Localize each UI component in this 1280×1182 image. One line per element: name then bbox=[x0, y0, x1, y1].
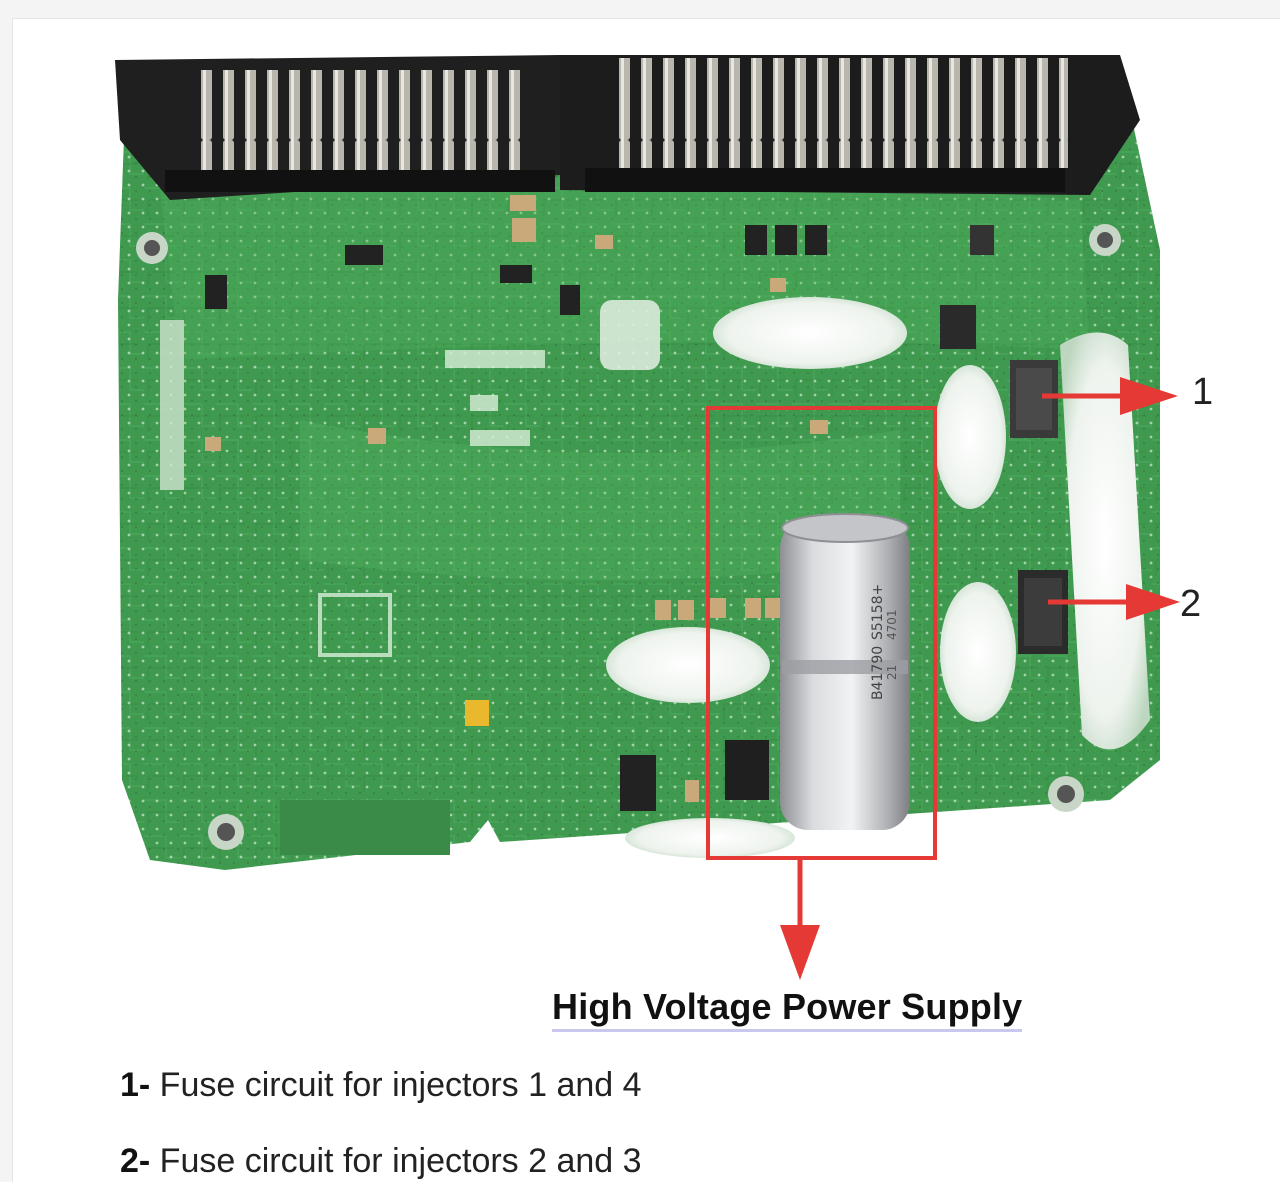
smd-components bbox=[160, 195, 994, 855]
capacitor-marking-line-4: 4701 bbox=[885, 609, 899, 640]
arrow-right-2 bbox=[1048, 584, 1180, 620]
legend-number-1: 1- bbox=[120, 1066, 151, 1104]
legend-item-1: 1- Fuse circuit for injectors 1 and 4 bbox=[120, 1066, 642, 1105]
legend-item-2: 2- Fuse circuit for injectors 2 and 3 bbox=[120, 1142, 642, 1181]
legend-number-2: 2- bbox=[120, 1142, 151, 1180]
capacitor-marking-line-1: B41790 bbox=[870, 646, 886, 700]
callout-label-1: 1 bbox=[1192, 371, 1214, 413]
callout-label-2: 2 bbox=[1180, 583, 1202, 625]
white-pads bbox=[606, 297, 1150, 858]
arrow-right-1 bbox=[1042, 377, 1178, 415]
capacitor-marking-line-3: 21 bbox=[885, 665, 899, 680]
mounting-holes bbox=[136, 224, 1121, 850]
diagram-caption: High Voltage Power Supply bbox=[552, 986, 1023, 1032]
legend-text-1: Fuse circuit for injectors 1 and 4 bbox=[150, 1066, 642, 1104]
connector-left bbox=[115, 55, 560, 200]
legend-text-2: Fuse circuit for injectors 2 and 3 bbox=[150, 1142, 642, 1180]
highlight-box bbox=[706, 406, 937, 860]
high-voltage-capacitor: B41790 S5158+ 21 4701 bbox=[780, 513, 910, 830]
connector-right bbox=[560, 55, 1140, 195]
capacitor-marking-line-2: S5158+ bbox=[870, 584, 886, 640]
arrow-down-to-caption bbox=[780, 860, 820, 980]
